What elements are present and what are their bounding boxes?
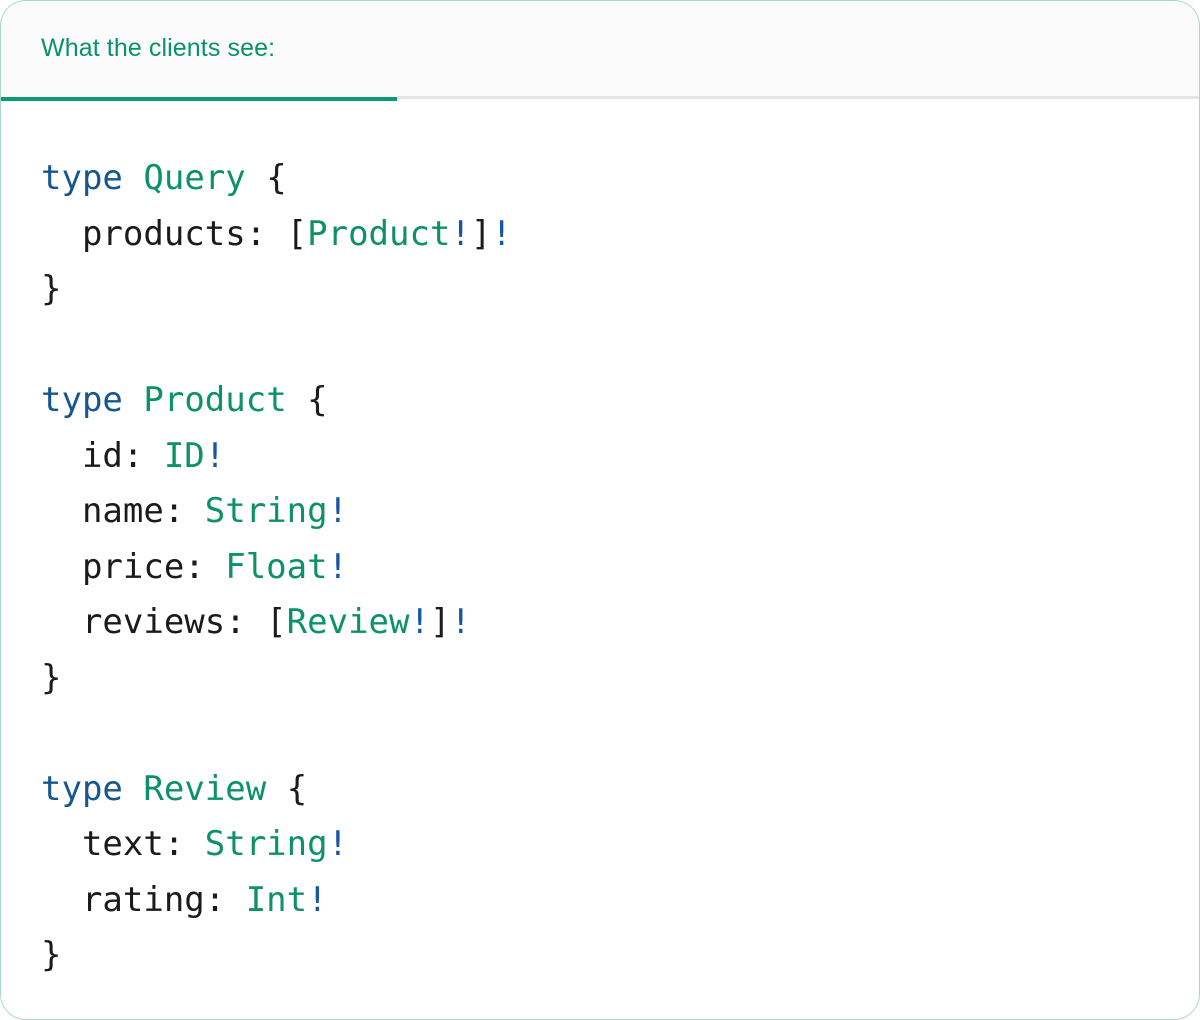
code-token-field: id: (41, 435, 164, 476)
code-line: rating: Int! (41, 873, 1159, 929)
code-token-bang: ! (450, 213, 471, 254)
code-token-type: Review (143, 768, 267, 809)
code-token-punct: { (286, 768, 308, 809)
code-token-bang: ! (327, 546, 349, 587)
code-line: type Query { (41, 151, 1159, 207)
code-line: type Product { (41, 373, 1159, 429)
code-token-type: Review (286, 602, 410, 642)
code-token-punct: [ (286, 213, 308, 254)
code-line: } (41, 262, 1159, 318)
code-token-field (41, 713, 61, 753)
tab-label: What the clients see: (41, 34, 276, 62)
code-token-field (123, 380, 143, 420)
code-token-kw: type (41, 158, 123, 198)
code-line (41, 706, 1159, 762)
code-token-field: reviews: (41, 602, 267, 642)
code-token-field: rating: (41, 879, 246, 920)
code-token-type: String (204, 491, 328, 531)
code-token-punct: { (307, 380, 328, 420)
code-token-punct: } (41, 935, 62, 975)
code-token-kw: type (41, 380, 123, 420)
code-token-bang: ! (327, 824, 349, 864)
code-token-field (287, 380, 307, 420)
code-line (41, 318, 1159, 374)
code-token-type: ID (163, 435, 205, 476)
code-token-field: products: (41, 213, 287, 254)
code-token-bang: ! (307, 879, 328, 920)
code-token-field (266, 769, 286, 809)
code-token-type: Product (143, 380, 287, 420)
code-token-bang: ! (409, 602, 430, 642)
code-line: reviews: [Review!]! (41, 595, 1159, 651)
code-token-punct: { (266, 158, 287, 198)
code-token-punct: ] (429, 602, 451, 642)
code-token-field: name: (41, 491, 205, 531)
code-line: id: ID! (41, 429, 1159, 485)
tab-what-the-clients-see[interactable]: What the clients see: (1, 1, 397, 101)
code-token-bang: ! (327, 491, 349, 531)
code-token-field: text: (41, 824, 205, 864)
graphql-schema-code[interactable]: type Query { products: [Product!]!} type… (41, 151, 1159, 984)
code-line: products: [Product!]! (41, 207, 1159, 263)
code-token-punct: [ (266, 602, 287, 642)
code-token-punct: } (41, 657, 62, 698)
code-area: type Query { products: [Product!]!} type… (1, 99, 1199, 1018)
code-token-field (123, 769, 143, 809)
code-token-punct: } (41, 269, 62, 309)
code-token-bang: ! (204, 435, 226, 476)
code-line: text: String! (41, 817, 1159, 873)
code-token-type: Query (143, 158, 246, 198)
code-line: type Review { (41, 762, 1159, 818)
code-line: } (41, 928, 1159, 984)
code-token-bang: ! (450, 602, 471, 642)
tab-strip: What the clients see: (1, 1, 1199, 101)
code-token-field (41, 325, 61, 365)
code-token-field (123, 158, 143, 198)
code-token-kw: type (41, 768, 123, 809)
code-token-type: Float (225, 546, 328, 587)
code-token-bang: ! (491, 213, 512, 254)
code-token-punct: ] (470, 213, 492, 254)
code-line: price: Float! (41, 540, 1159, 596)
code-token-field (246, 158, 266, 198)
code-line: name: String! (41, 484, 1159, 540)
code-token-field: price: (41, 546, 226, 587)
code-token-type: String (204, 824, 328, 864)
code-token-type: Product (307, 213, 451, 254)
code-token-type: Int (245, 879, 308, 920)
code-line: } (41, 651, 1159, 707)
